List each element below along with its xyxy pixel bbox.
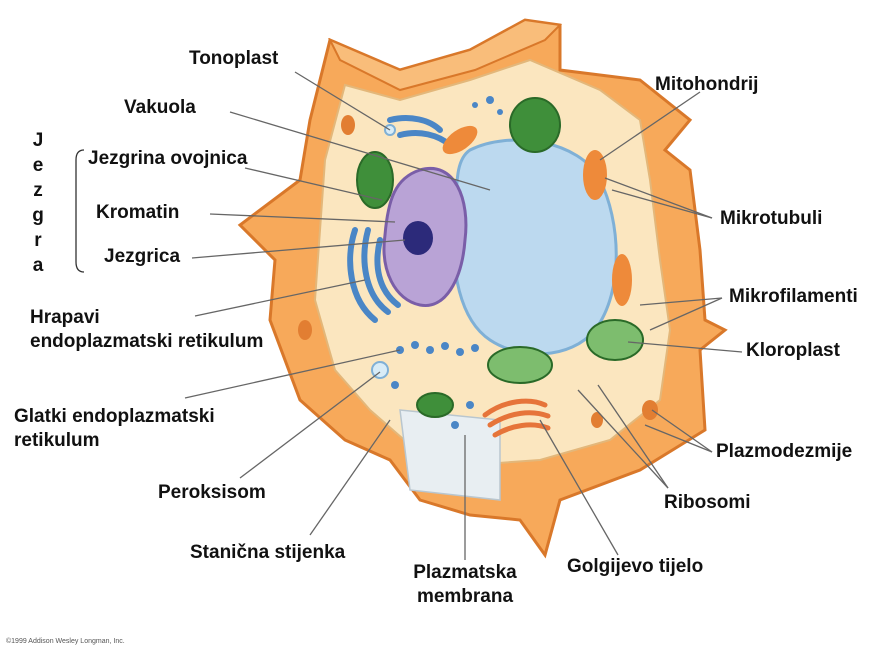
- label-plazmatska-line2: membrana: [405, 586, 525, 608]
- jezgra-letter-4: g: [30, 205, 46, 227]
- label-jezgrina-ovojnica: Jezgrina ovojnica: [88, 148, 247, 170]
- jezgra-letter-1: J: [30, 130, 46, 152]
- plasmodesma-2: [298, 320, 312, 340]
- label-mikrofilamenti: Mikrofilamenti: [729, 286, 858, 308]
- label-ribosomi: Ribosomi: [664, 492, 751, 514]
- label-tonoplast: Tonoplast: [189, 48, 278, 70]
- label-plazmatska-line1: Plazmatska: [405, 562, 525, 584]
- label-peroksisom: Peroksisom: [158, 482, 266, 504]
- chloroplast-2: [510, 98, 560, 152]
- label-hrapavi-er-line1: Hrapavi: [30, 307, 100, 329]
- chloroplast-1: [357, 152, 393, 208]
- label-kloroplast: Kloroplast: [746, 340, 840, 362]
- label-hrapavi-er-line2: endoplazmatski retikulum: [30, 331, 263, 353]
- plasmodesma-1: [341, 115, 355, 135]
- label-glatki-er-line1: Glatki endoplazmatski: [14, 406, 215, 428]
- jezgra-letter-6: a: [30, 255, 46, 277]
- label-plazmodezmije: Plazmodezmije: [716, 441, 852, 463]
- copyright-notice: ©1999 Addison Wesley Longman, Inc.: [6, 638, 125, 645]
- chloroplast-4: [488, 347, 552, 383]
- label-vakuola: Vakuola: [124, 97, 196, 119]
- label-golgijevo-tijelo: Golgijevo tijelo: [567, 556, 703, 578]
- label-stanicna-stijenka: Stanična stijenka: [190, 542, 345, 564]
- jezgra-letter-3: z: [30, 180, 46, 202]
- nucleolus: [403, 221, 433, 255]
- jezgra-bracket: [76, 150, 84, 272]
- chloroplast-3: [587, 320, 643, 360]
- plasmodesma-3: [642, 400, 658, 420]
- label-jezgrica: Jezgrica: [104, 246, 180, 268]
- mitochondrion-3: [612, 254, 632, 306]
- label-mitohondrij: Mitohondrij: [655, 74, 758, 96]
- label-glatki-er-line2: retikulum: [14, 430, 100, 452]
- jezgra-letter-5: r: [30, 230, 46, 252]
- cell-cutout-box: [400, 410, 500, 500]
- label-mikrotubuli: Mikrotubuli: [720, 208, 822, 230]
- label-kromatin: Kromatin: [96, 202, 179, 224]
- chloroplast-5: [417, 393, 453, 417]
- jezgra-letter-2: e: [30, 155, 46, 177]
